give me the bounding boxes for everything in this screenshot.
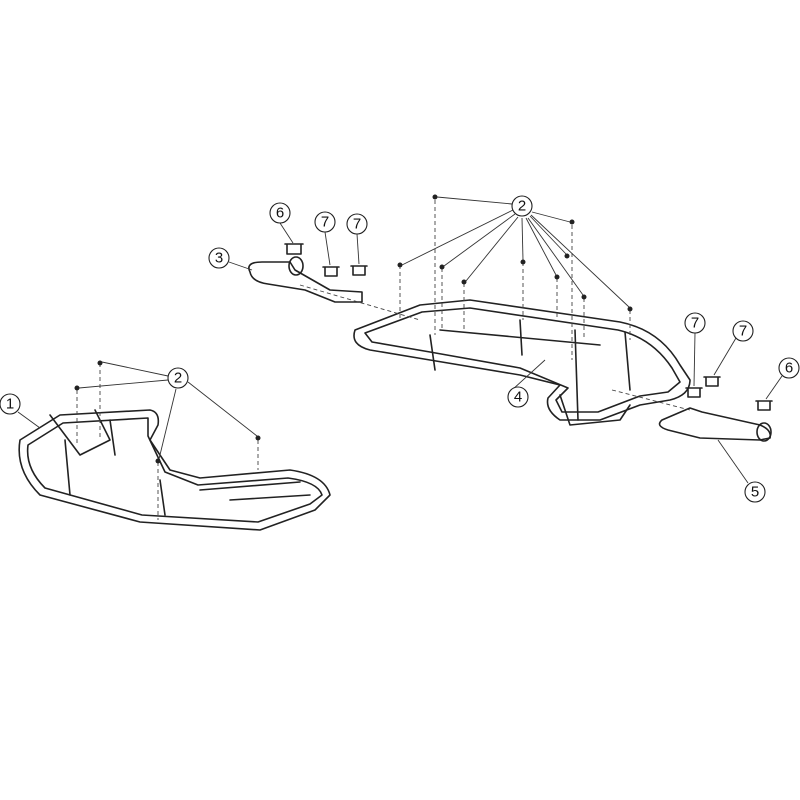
- assembly-lines: [76, 200, 691, 520]
- svg-text:2: 2: [174, 370, 182, 387]
- svg-text:7: 7: [691, 315, 699, 332]
- svg-text:4: 4: [514, 389, 522, 406]
- svg-text:6: 6: [785, 360, 793, 377]
- svg-text:1: 1: [6, 396, 14, 413]
- svg-text:7: 7: [353, 216, 361, 233]
- svg-text:2: 2: [518, 198, 526, 215]
- rear-rack: [353, 299, 691, 426]
- svg-text:7: 7: [321, 214, 329, 231]
- left-grab-handle: [248, 256, 363, 303]
- callout-2-rear: 2: [511, 195, 533, 217]
- svg-text:5: 5: [751, 484, 759, 501]
- callout-7-a: 7: [314, 211, 336, 233]
- callout-5: 5: [744, 481, 766, 503]
- callout-7-c: 7: [684, 312, 706, 334]
- callout-1: 1: [0, 393, 21, 415]
- callout-6-left: 6: [269, 202, 291, 224]
- bolts: [74, 194, 633, 464]
- callout-2-front: 2: [167, 367, 189, 389]
- callout-3: 3: [208, 247, 230, 269]
- right-grab-handle: [658, 407, 772, 442]
- svg-text:6: 6: [276, 205, 284, 222]
- svg-text:7: 7: [739, 323, 747, 340]
- leader-lines: [17, 196, 783, 484]
- callout-4: 4: [507, 386, 529, 408]
- callout-7-b: 7: [346, 213, 368, 235]
- svg-text:3: 3: [215, 250, 223, 267]
- callout-6-right: 6: [778, 357, 800, 379]
- caps: [284, 243, 773, 411]
- callout-7-d: 7: [732, 320, 754, 342]
- front-rack: [18, 409, 331, 531]
